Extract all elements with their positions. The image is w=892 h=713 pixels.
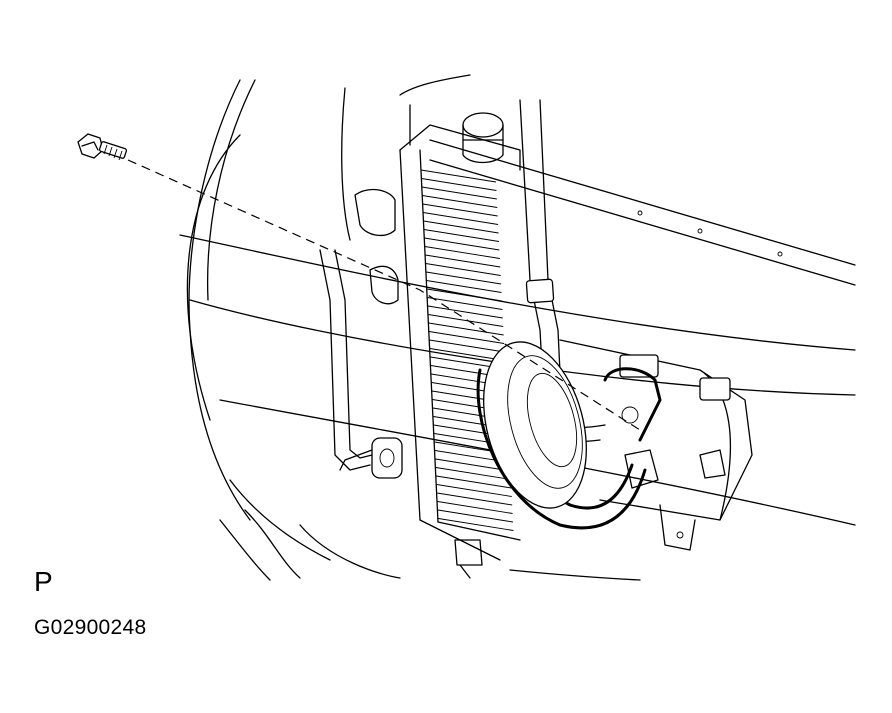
condenser-fin xyxy=(437,509,514,523)
condenser-fin xyxy=(424,237,500,251)
bolt xyxy=(77,133,128,161)
refrigerant-pipes xyxy=(319,99,647,530)
radiator-support-bar xyxy=(429,139,856,286)
condenser-fin xyxy=(420,169,497,183)
condenser-fin xyxy=(423,220,499,234)
condenser-fin xyxy=(425,254,501,268)
condenser-fin xyxy=(423,212,499,225)
condenser-fin xyxy=(421,178,497,191)
condenser-fin xyxy=(422,203,498,217)
condenser-fin xyxy=(426,271,502,285)
radiator-cap xyxy=(462,112,504,164)
ac-compressor xyxy=(483,339,753,551)
condenser-fin xyxy=(429,339,505,353)
condenser-fin xyxy=(437,492,513,506)
bolt-alignment-line xyxy=(127,159,641,431)
condenser-fin xyxy=(437,501,513,514)
condenser-fin xyxy=(429,331,505,344)
vehicle-body-outline xyxy=(179,79,856,581)
condenser-fin xyxy=(421,186,497,200)
lower-bracket xyxy=(454,539,483,579)
condenser-fin xyxy=(429,348,505,361)
condenser-fin xyxy=(427,305,503,319)
condenser-fin xyxy=(435,467,511,480)
condenser-fin xyxy=(424,246,500,259)
condenser-fin xyxy=(426,288,503,302)
condenser-core xyxy=(399,74,521,561)
view-letter-label: P xyxy=(34,566,53,597)
condenser-fin xyxy=(427,297,503,310)
condenser-fin xyxy=(435,458,511,472)
condenser-fin xyxy=(436,475,512,489)
condenser-fin xyxy=(436,484,512,497)
condenser-fin xyxy=(423,229,500,242)
condenser-fin xyxy=(428,314,504,327)
condenser-fin xyxy=(438,518,514,531)
condenser-bracket xyxy=(339,188,403,479)
condenser-fin xyxy=(428,322,504,336)
figure-code-label: G02900248 xyxy=(34,616,147,639)
condenser-fin xyxy=(422,195,498,208)
condenser-fin xyxy=(425,263,501,276)
condenser-fin xyxy=(426,280,502,293)
